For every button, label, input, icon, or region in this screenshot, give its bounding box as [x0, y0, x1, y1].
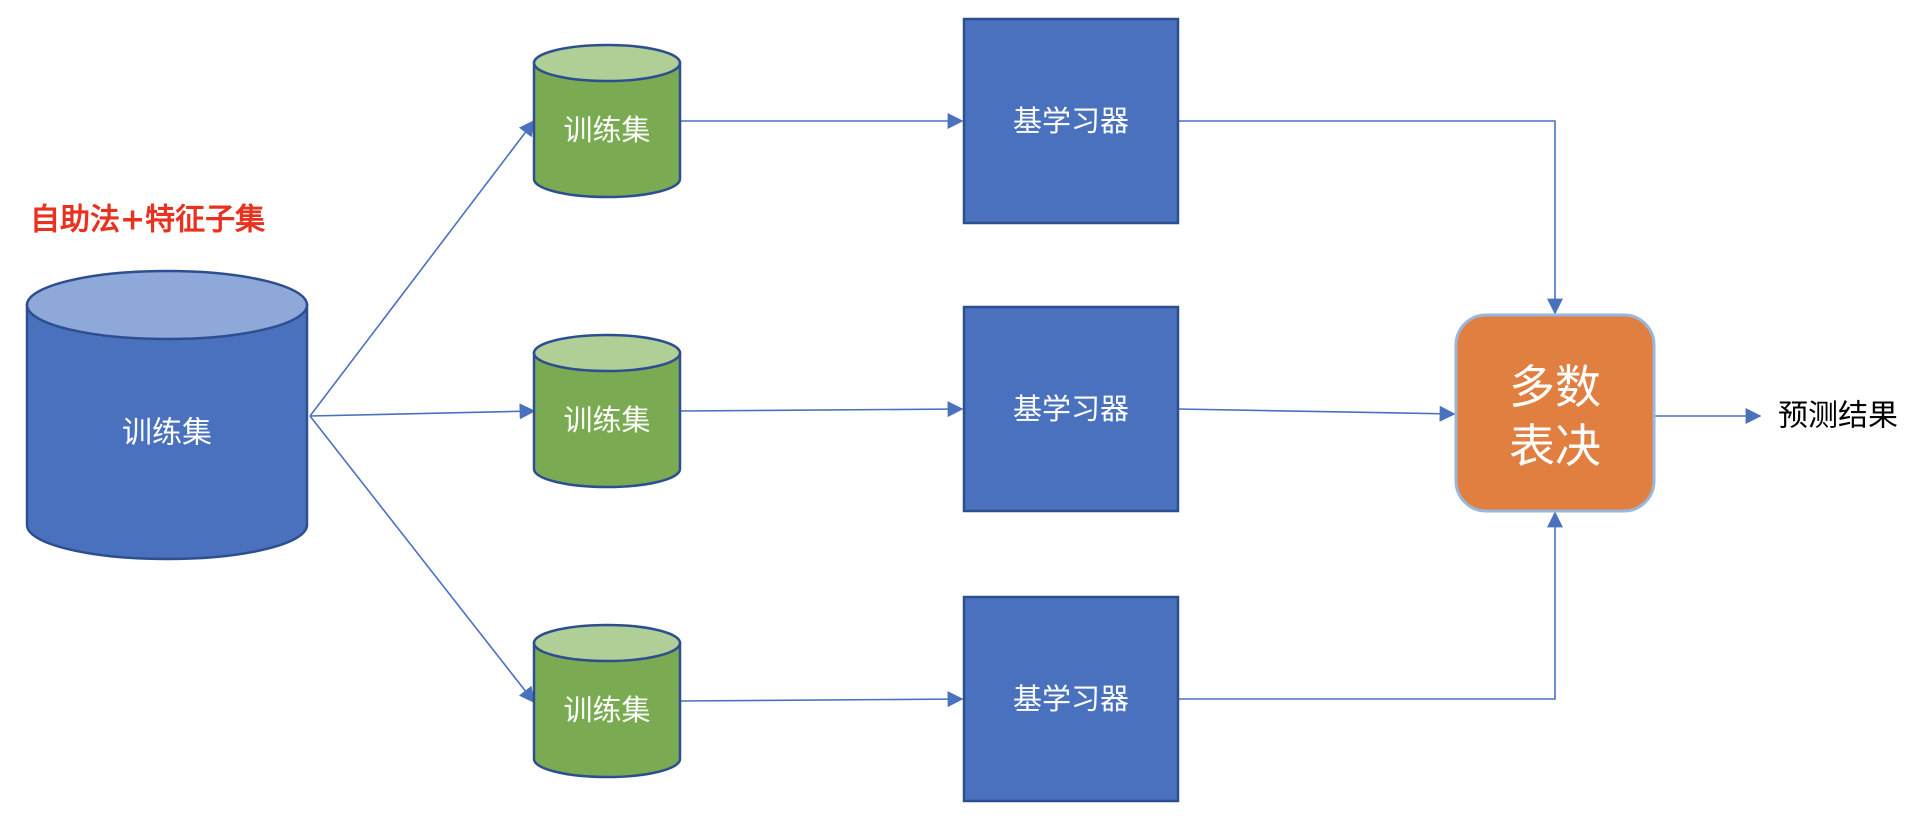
majority-vote-box: 多数 表决 [1454, 313, 1656, 513]
vote-label-line1: 多数 [1509, 360, 1601, 414]
diagram-title: 自助法+特征子集 [30, 203, 266, 238]
vote-label-line2: 表决 [1509, 419, 1601, 473]
arrow-dataset-to-subset-1 [309, 119, 535, 417]
prediction-result-label: 预测结果 [1778, 399, 1898, 434]
subset-cylinder: 训练集 [532, 333, 682, 489]
main-dataset-label: 训练集 [122, 416, 212, 451]
subset-label: 训练集 [563, 113, 650, 147]
arrow-subset-2-to-learner-2 [679, 401, 964, 418]
arrow-learner-3-to-vote [1178, 511, 1563, 700]
base-learner-box: 基学习器 [962, 17, 1180, 225]
base-learner-label: 基学习器 [1013, 392, 1129, 426]
base-learner-label: 基学习器 [1013, 682, 1129, 716]
arrow-subset-3-to-learner-3 [679, 691, 964, 708]
subset-label: 训练集 [563, 693, 650, 727]
base-learner-box: 基学习器 [962, 305, 1180, 513]
base-learner-box: 基学习器 [962, 595, 1180, 803]
arrow-dataset-to-subset-2 [309, 403, 536, 420]
arrow-learner-2-to-vote [1177, 405, 1456, 422]
subset-cylinder: 训练集 [532, 43, 682, 199]
subset-label: 训练集 [563, 403, 650, 437]
arrow-dataset-to-subset-3 [309, 415, 535, 704]
arrow-learner-1-to-vote [1178, 120, 1563, 315]
connectors [309, 113, 1762, 708]
subset-cylinder: 训练集 [532, 623, 682, 779]
main-dataset-cylinder: 训练集 [25, 269, 309, 561]
base-learner-label: 基学习器 [1013, 104, 1129, 138]
